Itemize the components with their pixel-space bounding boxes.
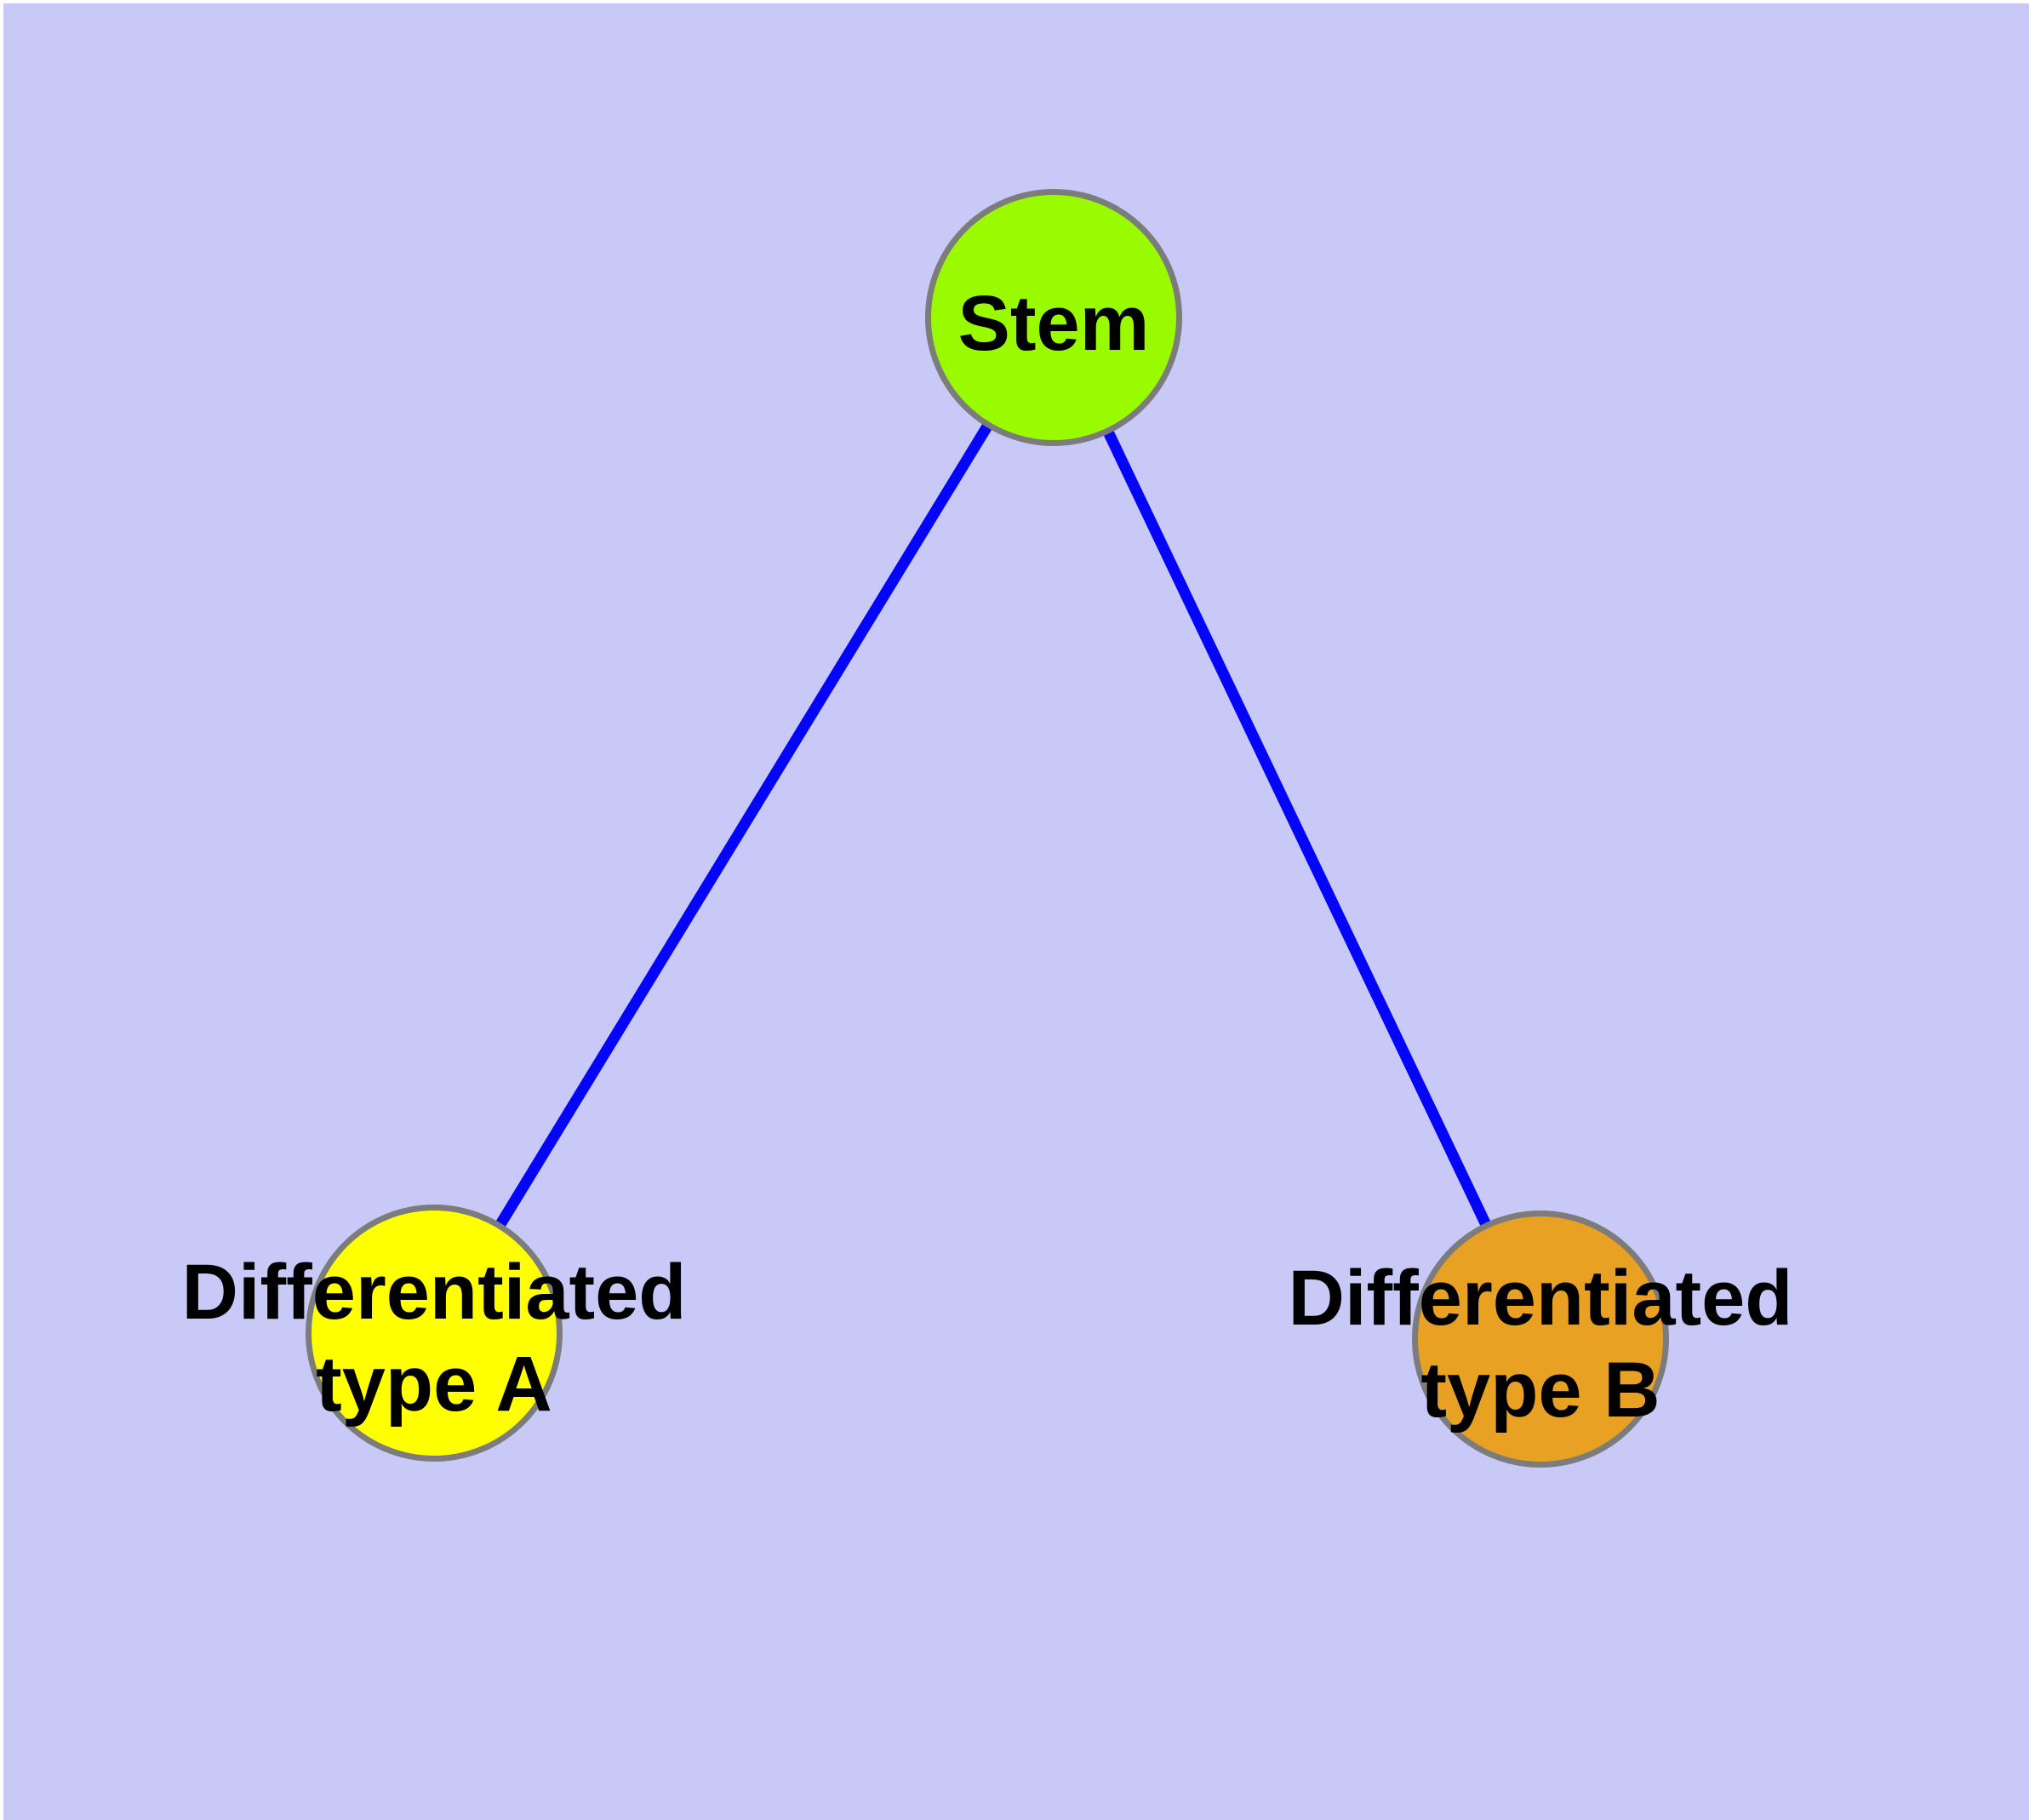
label-line: type B	[1420, 1347, 1660, 1434]
node-label-stem: Stem	[958, 278, 1150, 369]
edge-stem-to-type-a	[429, 314, 1059, 1336]
label-line: type A	[316, 1341, 552, 1428]
edge-stem-to-type-b	[1049, 315, 1546, 1342]
label-line: Differentiated	[1288, 1255, 1793, 1342]
node-label-differentiated-type-a: Differentiated type A	[182, 1246, 687, 1430]
node-differentiated-type-b	[1412, 1210, 1669, 1468]
node-label-differentiated-type-b: Differentiated type B	[1289, 1252, 1793, 1436]
node-stem	[925, 189, 1182, 446]
label-line: Differentiated	[181, 1249, 687, 1336]
label-line: Stem	[957, 280, 1150, 367]
node-differentiated-type-a	[306, 1205, 563, 1462]
